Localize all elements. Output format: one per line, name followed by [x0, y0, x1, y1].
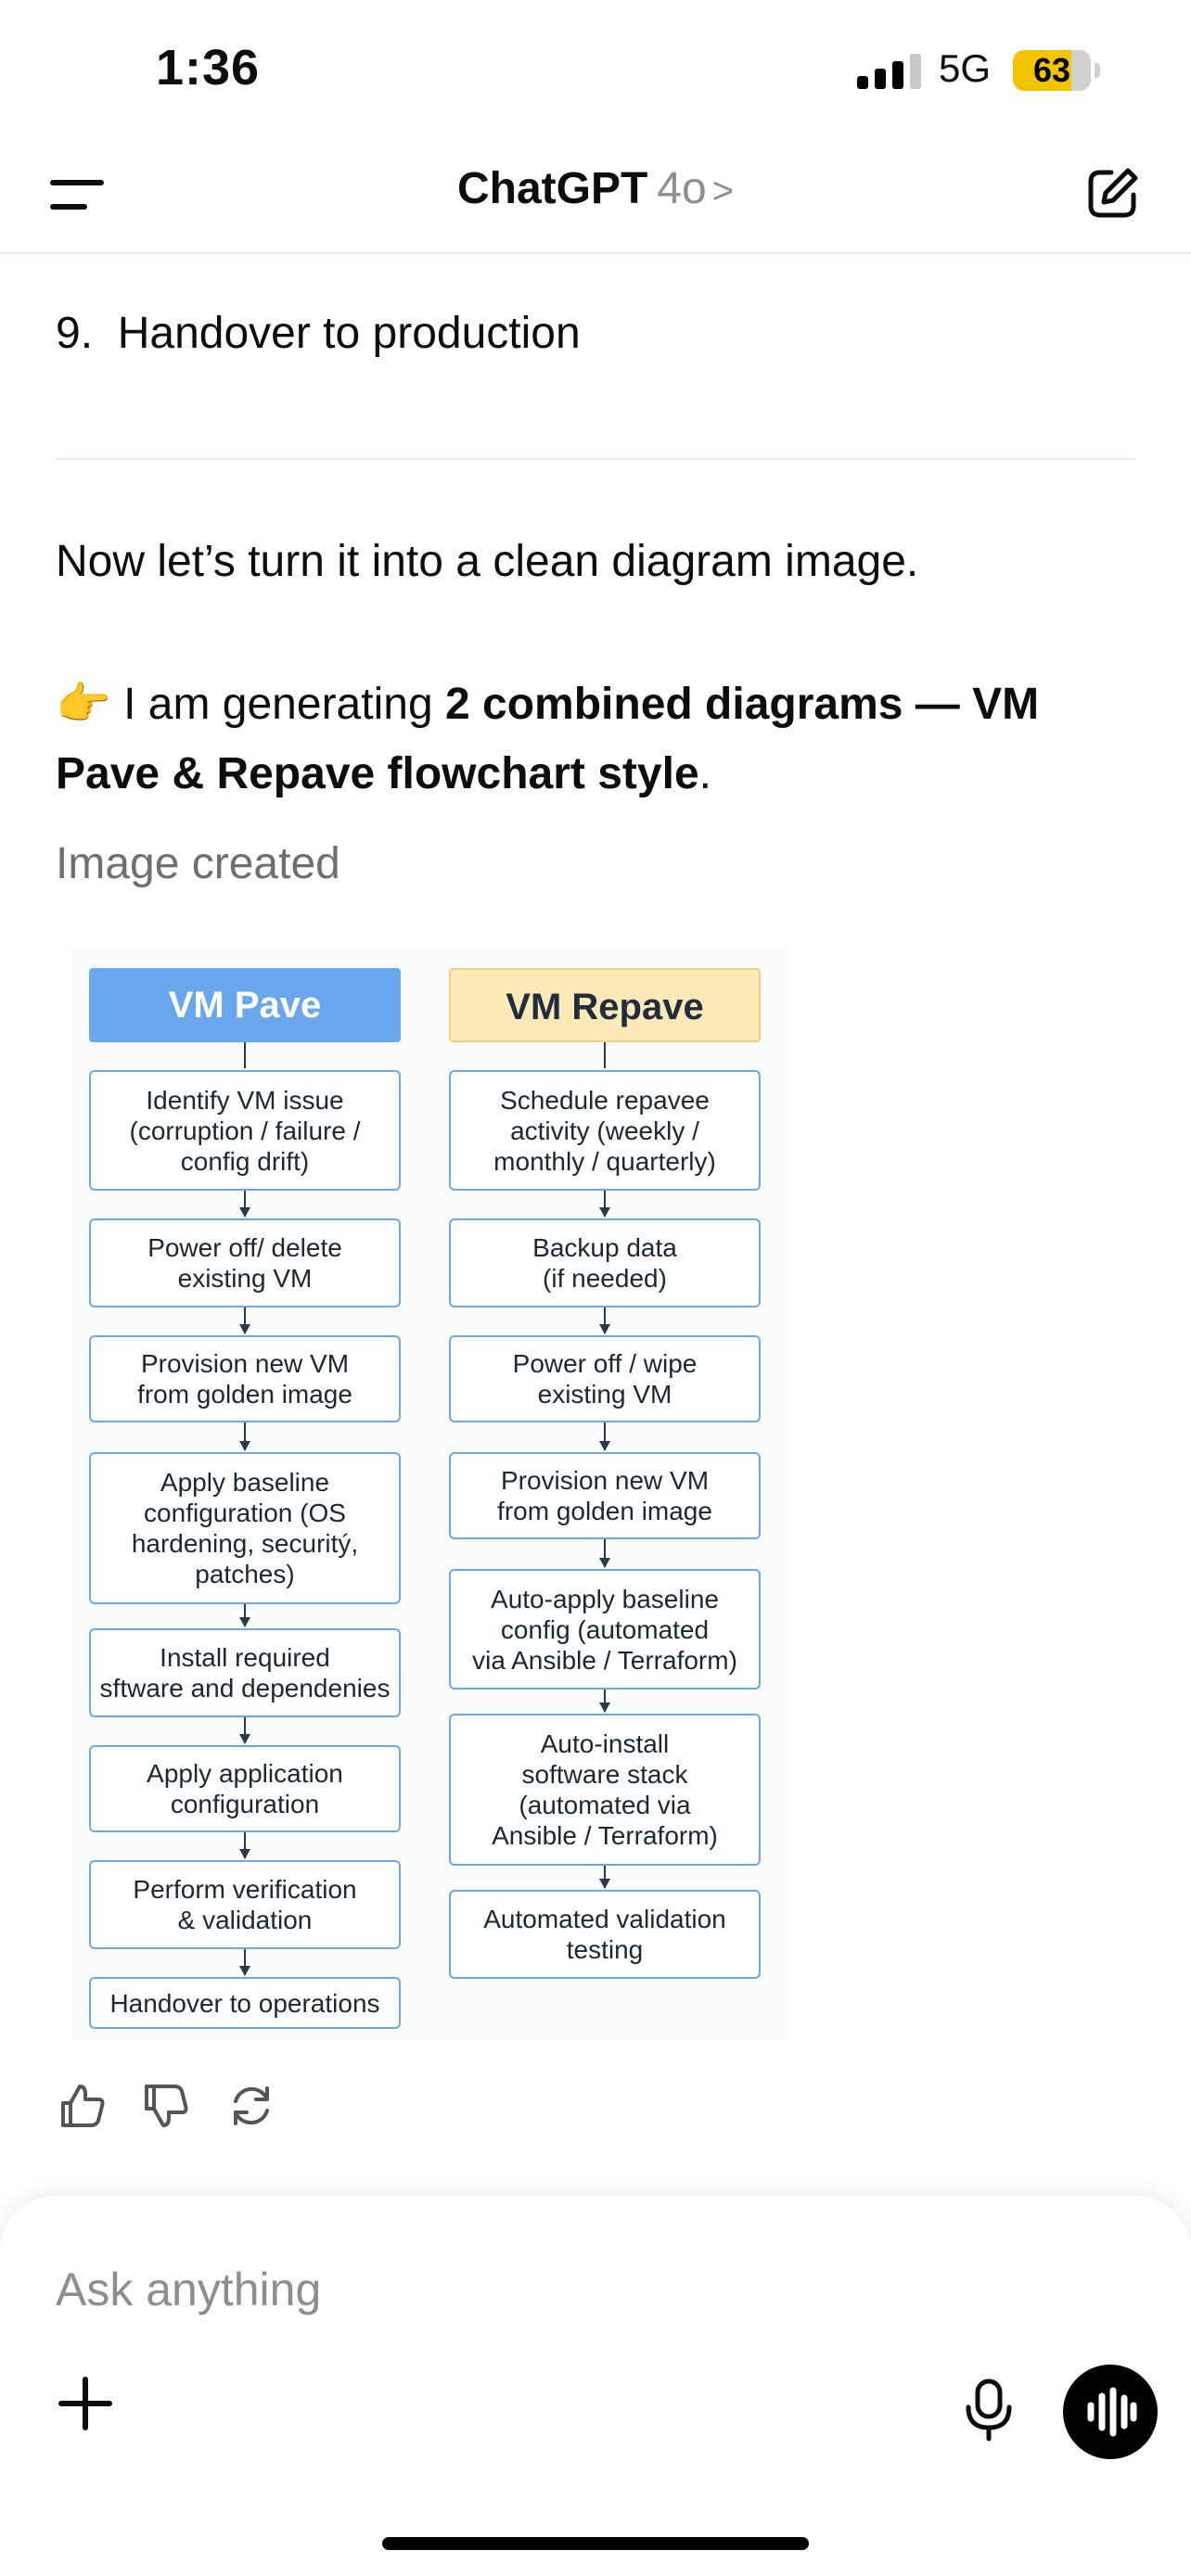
pave-arrow-7	[239, 1849, 250, 1859]
voice-mode-button[interactable]	[1063, 2365, 1158, 2459]
pave-step-3: Provision new VM from golden image	[89, 1335, 401, 1422]
pave-step-4: Apply baseline configuration (OS hardeni…	[89, 1452, 401, 1604]
repave-arrow-5	[599, 1558, 610, 1568]
new-chat-icon[interactable]	[1083, 163, 1143, 223]
repave-header: VM Repave	[449, 968, 761, 1042]
flow-connectors	[239, 1042, 610, 1976]
repave-arrow-2	[599, 1207, 610, 1218]
repave-step-7: Automated validation testing	[449, 1890, 761, 1979]
repave-step-4: Provision new VM from golden image	[449, 1452, 761, 1539]
chevron-right-icon: >	[711, 171, 735, 211]
sidebar-menu-icon[interactable]	[50, 176, 106, 213]
battery-icon: 63	[1013, 50, 1091, 91]
thumbs-down-icon[interactable]	[141, 2081, 191, 2131]
status-bar: 1:36 5G 63	[0, 0, 1191, 139]
repave-arrow-3	[599, 1324, 610, 1334]
generated-diagram-image[interactable]: VM Pave VM Repave Identify VM issue (cor…	[72, 946, 787, 2040]
repave-step-2: Backup data (if needed)	[449, 1218, 761, 1307]
waveform-icon	[1087, 2387, 1137, 2437]
pave-step-6: Apply application configuration	[89, 1745, 401, 1832]
repave-arrow-6	[599, 1702, 610, 1713]
pave-arrow-3	[239, 1324, 250, 1334]
message-paragraph: Now let’s turn it into a clean diagram i…	[56, 537, 919, 586]
cellular-signal-icon	[857, 54, 921, 89]
pave-arrow-5	[239, 1617, 250, 1627]
regenerate-icon[interactable]	[226, 2081, 276, 2131]
pave-step-2: Power off/ delete existing VM	[89, 1218, 401, 1307]
pave-step-8: Handover to operations	[89, 1977, 401, 2029]
thumbs-up-icon[interactable]	[58, 2081, 108, 2131]
pave-arrow-6	[239, 1734, 250, 1744]
model-name: 4o	[657, 164, 707, 213]
battery-tip	[1095, 63, 1100, 78]
pave-arrow-4	[239, 1441, 250, 1451]
message-input[interactable]: Ask anything	[56, 2264, 322, 2315]
repave-arrow-4	[599, 1441, 610, 1451]
home-indicator	[382, 2537, 809, 2550]
pointing-emoji: 👉	[56, 680, 111, 729]
pave-arrow-2	[239, 1207, 250, 1218]
app-title: ChatGPT	[456, 164, 648, 213]
plus-icon[interactable]	[56, 2374, 115, 2433]
list-item-text: Handover to production	[117, 309, 581, 358]
repave-step-6: Auto-install software stack (automated v…	[449, 1714, 761, 1866]
image-created-label: Image created	[56, 839, 340, 888]
list-item: 9. Handover to production	[56, 308, 581, 359]
divider	[56, 458, 1135, 460]
pave-header: VM Pave	[89, 968, 401, 1042]
repave-arrow-7	[599, 1879, 610, 1889]
message-paragraph-generating: 👉 I am generating 2 combined diagrams — …	[56, 680, 1040, 798]
microphone-icon[interactable]	[961, 2378, 1017, 2442]
repave-step-3: Power off / wipe existing VM	[449, 1335, 761, 1422]
status-time: 1:36	[156, 40, 261, 96]
pave-step-7: Perform verification & validation	[89, 1860, 401, 1949]
network-type: 5G	[939, 46, 992, 90]
pave-step-1: Identify VM issue (corruption / failure …	[89, 1070, 401, 1191]
bold-text: 2 combined diagrams — VM Pave & Repave f…	[56, 680, 1040, 798]
repave-step-5: Auto-apply baseline config (automated vi…	[449, 1569, 761, 1690]
pave-arrow-8	[239, 1966, 250, 1976]
list-item-number: 9.	[56, 309, 94, 358]
pave-step-5: Install required sftware and dependenies	[89, 1628, 401, 1717]
message-composer: Ask anything	[0, 2196, 1191, 2576]
repave-step-1: Schedule repavee activity (weekly / mont…	[449, 1070, 761, 1191]
